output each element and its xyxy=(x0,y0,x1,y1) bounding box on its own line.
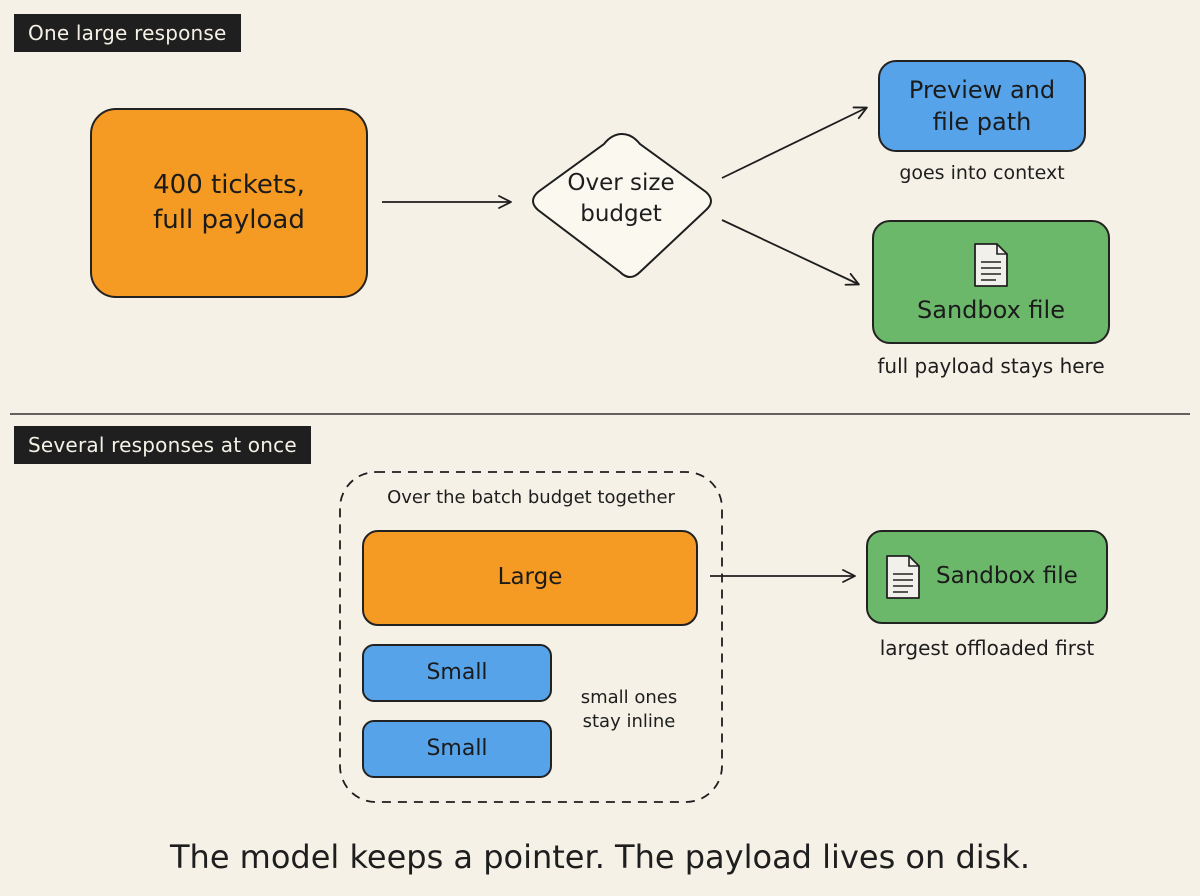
preview-caption: goes into context xyxy=(899,162,1065,184)
section-tag-top: One large response xyxy=(14,14,241,52)
arrow-decision-to-sandbox xyxy=(721,219,860,286)
source-payload-box: 400 tickets, full payload xyxy=(90,108,368,298)
sandbox-box-top-label: Sandbox file xyxy=(917,295,1065,324)
small-ones-note: small ones stay inline xyxy=(580,687,678,733)
small-response-box-1: Small xyxy=(362,644,552,702)
decision-label: Over size budget xyxy=(567,170,675,228)
section-tag-bottom: Several responses at once xyxy=(14,426,311,464)
large-response-box: Large xyxy=(362,530,698,626)
batch-group-label: Over the batch budget together xyxy=(387,487,675,508)
sandbox-caption-bottom: largest offloaded first xyxy=(879,636,1095,660)
sandbox-box-bottom: Sandbox file xyxy=(866,530,1108,624)
sandbox-box-top: Sandbox file xyxy=(872,220,1110,344)
small-response-box-2: Small xyxy=(362,720,552,778)
sandbox-box-bottom-label: Sandbox file xyxy=(936,563,1078,590)
document-icon xyxy=(886,555,920,599)
preview-box: Preview and file path xyxy=(878,60,1086,152)
sandbox-caption-top: full payload stays here xyxy=(877,354,1105,378)
footer-statement: The model keeps a pointer. The payload l… xyxy=(169,838,1031,876)
arrow-decision-to-preview xyxy=(721,106,868,179)
document-icon xyxy=(974,242,1008,287)
